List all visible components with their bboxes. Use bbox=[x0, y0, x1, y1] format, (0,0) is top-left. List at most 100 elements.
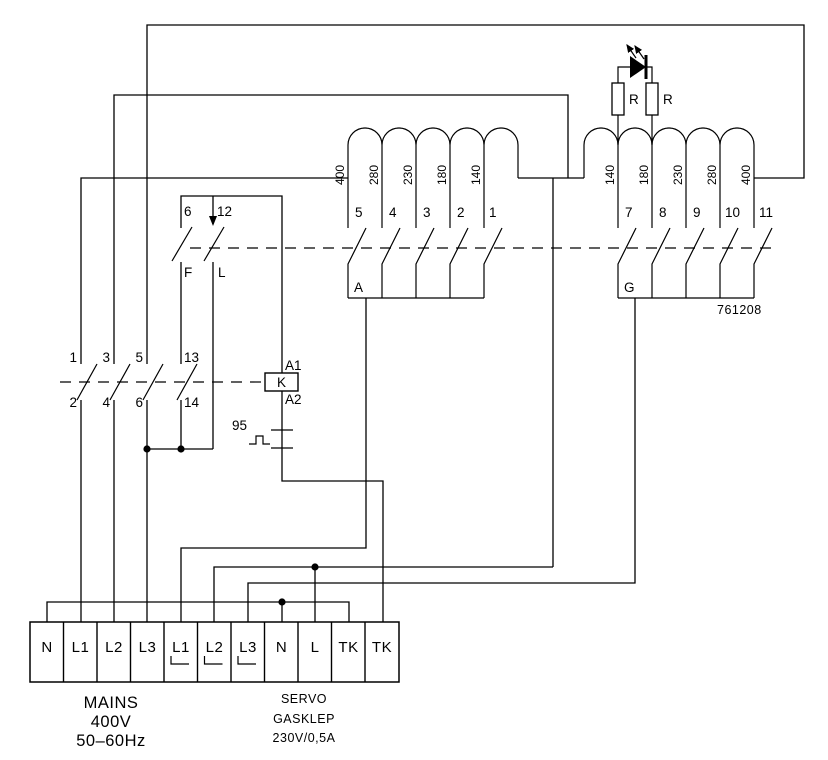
terminal-dividers bbox=[62, 622, 366, 682]
coil-A1-label: A1 bbox=[285, 358, 302, 373]
led-wires bbox=[617, 66, 653, 83]
selector-A-contacts bbox=[347, 227, 503, 298]
right-terminal-11: 11 bbox=[759, 205, 773, 220]
servo-L2-wire bbox=[213, 566, 553, 622]
bottom-wiring bbox=[46, 445, 553, 622]
junction-dot bbox=[143, 445, 151, 453]
contactor-pole-bottom-leads bbox=[80, 400, 182, 622]
pole-terminal-2: 2 bbox=[69, 395, 77, 410]
caption-servo-line2: GASKLEP bbox=[273, 712, 335, 726]
caption-mains-line1: MAINS bbox=[84, 694, 139, 712]
left-coil: 400 280 230 180 140 5 4 3 2 1 bbox=[333, 127, 519, 228]
aux-contact-blades bbox=[171, 226, 225, 262]
terminal-L2: L2 bbox=[105, 639, 123, 656]
pole-terminal-6: 6 bbox=[135, 395, 143, 410]
phase-wire-top bbox=[146, 24, 805, 364]
pole-terminal-5: 5 bbox=[135, 350, 143, 365]
terminal-L2-servo: L2 bbox=[206, 639, 224, 656]
resistor-2-icon bbox=[645, 82, 659, 116]
right-terminal-9: 9 bbox=[693, 205, 701, 220]
terminal-N2: N bbox=[276, 639, 287, 656]
coil-common-link-wire bbox=[518, 177, 584, 567]
left-coil-taps bbox=[347, 145, 519, 228]
resistor-2-label: R bbox=[663, 92, 673, 107]
aux-actuation-arrow-icon bbox=[209, 216, 217, 226]
led-light-arrow-1 bbox=[626, 44, 637, 59]
coil-A2-label: A2 bbox=[285, 392, 302, 407]
left-terminal-5: 5 bbox=[355, 205, 363, 220]
contactor-poles: 1 2 3 4 5 6 13 14 bbox=[60, 350, 265, 622]
neutral-bus-wire bbox=[46, 601, 350, 622]
terminal-bridge-icons bbox=[170, 656, 256, 665]
contactor-coil: K A1 A2 95 bbox=[232, 358, 384, 622]
aux-switch-box: 6 12 F L bbox=[171, 195, 283, 449]
left-tap-label-400: 400 bbox=[333, 165, 347, 185]
phase-wire-bottom bbox=[80, 177, 348, 364]
pole-terminal-4: 4 bbox=[102, 395, 110, 410]
mains-feed-wires bbox=[80, 24, 805, 567]
right-terminal-8: 8 bbox=[659, 205, 667, 220]
left-tap-label-180: 180 bbox=[435, 165, 449, 185]
terminal-strip-box bbox=[29, 621, 400, 683]
left-terminal-4: 4 bbox=[389, 205, 397, 220]
left-terminal-2: 2 bbox=[457, 205, 465, 220]
pole-terminal-3: 3 bbox=[102, 350, 110, 365]
junction-dot bbox=[278, 598, 286, 606]
captions: MAINS 400V 50–60Hz SERVO GASKLEP 230V/0,… bbox=[76, 692, 335, 750]
terminal-N: N bbox=[41, 639, 52, 656]
aux-switch-F-label: F bbox=[184, 265, 192, 280]
caption-mains-line2: 400V bbox=[91, 713, 132, 731]
terminal-strip: N L1 L2 L3 L1 L2 L3 N L TK TK bbox=[29, 621, 400, 683]
aux-terminal-6: 6 bbox=[184, 204, 192, 219]
resistor-1-icon bbox=[611, 82, 625, 116]
selector-G-contacts bbox=[617, 227, 773, 298]
aux-box-wires bbox=[180, 195, 283, 373]
pole-terminal-14: 14 bbox=[184, 395, 200, 410]
junction-dot bbox=[177, 445, 185, 453]
terminal-L1-servo: L1 bbox=[172, 639, 190, 656]
terminal-TK2: TK bbox=[372, 639, 392, 656]
right-tap-label-180: 180 bbox=[637, 165, 651, 185]
phase-wire-middle bbox=[113, 94, 569, 364]
voltage-selector: A G 761208 bbox=[180, 227, 773, 622]
coil-K-label: K bbox=[277, 375, 286, 390]
terminal-L1: L1 bbox=[72, 639, 90, 656]
aux-switch-L-label: L bbox=[218, 265, 226, 280]
left-tap-label-280: 280 bbox=[367, 165, 381, 185]
overload-trip-icon bbox=[249, 435, 270, 445]
selector-G-label: G bbox=[624, 280, 635, 295]
caption-servo-line3: 230V/0,5A bbox=[273, 731, 336, 745]
led-circuit: R R bbox=[611, 44, 673, 116]
part-number: 761208 bbox=[717, 303, 762, 317]
right-coil-windings bbox=[583, 127, 755, 146]
aux-contact-leads bbox=[180, 262, 214, 449]
left-coil-windings bbox=[347, 127, 519, 146]
terminal-L3: L3 bbox=[139, 639, 157, 656]
led-icon bbox=[630, 56, 646, 78]
coil-A2-wire bbox=[281, 391, 384, 622]
right-terminal-7: 7 bbox=[625, 205, 633, 220]
left-tap-label-140: 140 bbox=[469, 165, 483, 185]
contactor-pole-blades bbox=[76, 363, 198, 401]
aux-terminal-12: 12 bbox=[217, 204, 232, 219]
selector-A-output-wire bbox=[180, 297, 484, 622]
terminal-TK1: TK bbox=[338, 639, 358, 656]
left-terminal-1: 1 bbox=[489, 205, 497, 220]
selector-G-output-wire bbox=[247, 297, 754, 622]
terminal-L3-servo: L3 bbox=[239, 639, 257, 656]
caption-mains-line3: 50–60Hz bbox=[76, 732, 146, 750]
right-tap-label-230: 230 bbox=[671, 165, 685, 185]
overload-95-label: 95 bbox=[232, 418, 247, 433]
selector-A-label: A bbox=[354, 280, 363, 295]
resistor-1-label: R bbox=[629, 92, 639, 107]
right-terminal-10: 10 bbox=[725, 205, 740, 220]
terminal-L: L bbox=[311, 639, 320, 656]
right-coil-taps bbox=[583, 115, 755, 228]
overload-contact-ticks bbox=[271, 429, 293, 449]
right-tap-label-400: 400 bbox=[739, 165, 753, 185]
right-tap-label-280: 280 bbox=[705, 165, 719, 185]
right-tap-label-140: 140 bbox=[603, 165, 617, 185]
pole-terminal-13: 13 bbox=[184, 350, 199, 365]
